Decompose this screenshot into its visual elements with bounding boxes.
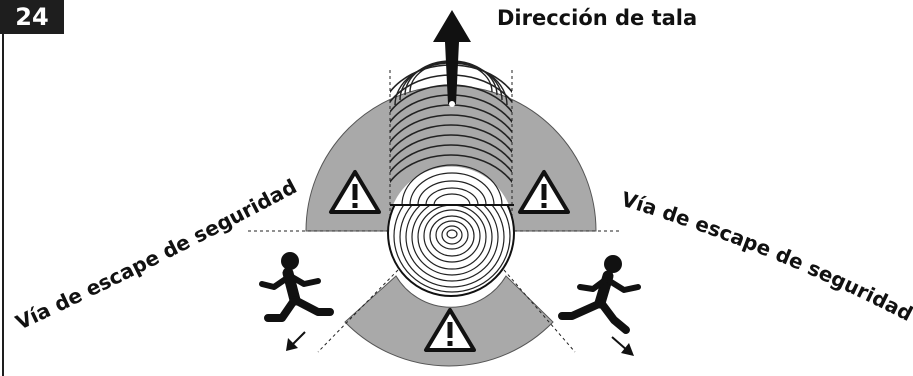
felling-direction-arrow bbox=[433, 10, 471, 107]
figure-number: 24 bbox=[15, 3, 49, 31]
frame-left-edge bbox=[2, 34, 4, 376]
warning-triangle-right-icon bbox=[518, 170, 570, 214]
warning-triangle-rear-icon bbox=[424, 308, 476, 352]
running-person-left-icon bbox=[259, 252, 334, 322]
tree-stump-rings bbox=[387, 164, 515, 297]
escape-arrow-right-icon bbox=[611, 336, 634, 356]
warning-triangle-left-icon bbox=[329, 170, 381, 214]
escape-route-left-text: Vía de escape de seguridad bbox=[12, 174, 301, 334]
escape-route-right-label: Vía de escape de seguridad bbox=[619, 187, 913, 326]
running-person-right-icon bbox=[558, 255, 641, 334]
figure-number-badge: 24 bbox=[0, 0, 64, 34]
felling-direction-label: Dirección de tala bbox=[497, 6, 698, 30]
escape-arrow-left-icon bbox=[286, 331, 306, 351]
escape-route-right-text: Vía de escape de seguridad bbox=[619, 187, 913, 326]
escape-route-left-label: Vía de escape de seguridad bbox=[12, 174, 301, 334]
